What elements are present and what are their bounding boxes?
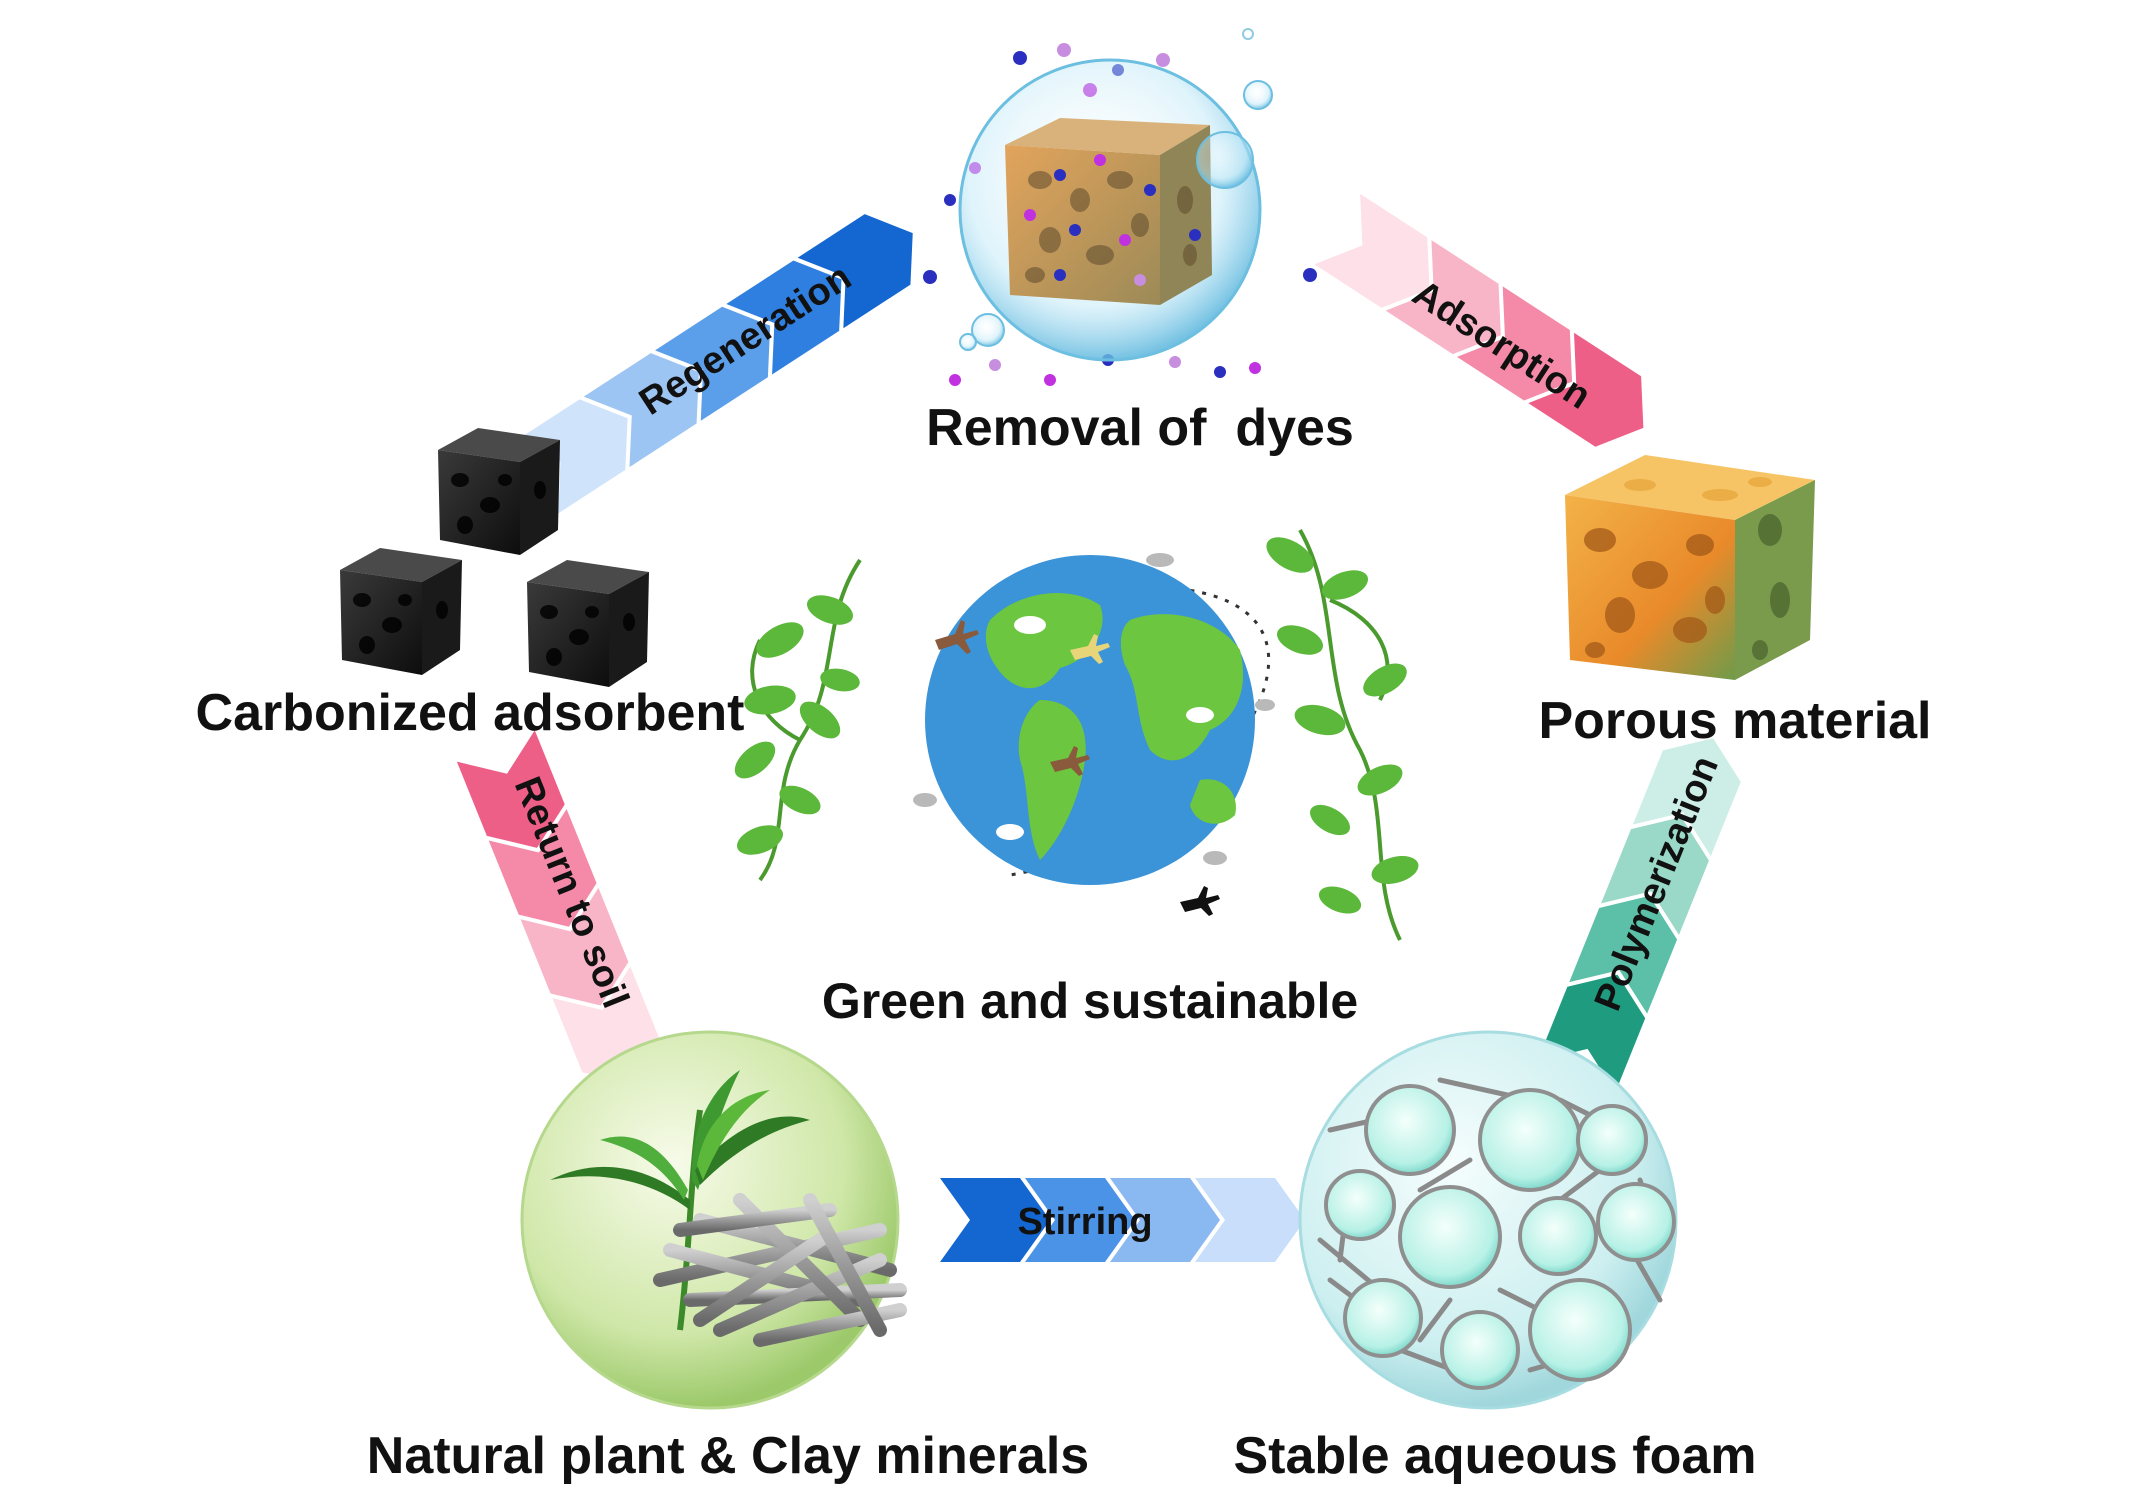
leaves-left — [734, 595, 860, 855]
natural-plant-clay-label: Natural plant & Clay minerals — [367, 1427, 1089, 1485]
stirring-text: Stirring — [1017, 1201, 1152, 1243]
porous-material-label: Porous material — [1538, 692, 1931, 750]
regeneration-arrow — [512, 214, 913, 514]
grey-clouds — [913, 553, 1275, 865]
removal-of-dyes-label: Removal of dyes — [926, 399, 1354, 457]
green-sustainable-label: Green and sustainable — [822, 973, 1358, 1029]
porous-material-node: Porous material — [1538, 455, 1932, 750]
continents — [985, 593, 1244, 860]
regeneration-chevrons — [512, 214, 913, 514]
clouds — [996, 616, 1214, 840]
airplane-icons — [935, 620, 1220, 916]
stable-aqueous-foam-label: Stable aqueous foam — [1234, 1427, 1757, 1485]
carbon-cube-icon-right — [527, 560, 649, 687]
removal-of-dyes-node: Removal of dyes — [923, 28, 1354, 457]
foam-bubbles — [1324, 1084, 1676, 1390]
green-sustainable-center: Green and sustainable — [734, 529, 1419, 1029]
porous-sponge-icon — [1565, 455, 1815, 680]
carbonized-adsorbent-node: Carbonized adsorbent — [196, 428, 745, 742]
carbon-cube-icon-left — [340, 548, 462, 675]
carbon-cube-icon-top — [438, 428, 560, 555]
stirring-arrow — [940, 1178, 1305, 1262]
clay-rods-icon — [653, 1193, 907, 1347]
leaves-right — [1266, 537, 1419, 914]
dye-loaded-sponge-icon — [1005, 118, 1212, 305]
plant-icon — [550, 1070, 810, 1331]
natural-plant-clay-node: Natural plant & Clay minerals — [367, 1030, 1089, 1485]
stable-aqueous-foam-node: Stable aqueous foam — [1234, 1030, 1757, 1485]
polymerization-arrow — [1537, 738, 1741, 1093]
adsorption-arrow — [1314, 193, 1644, 447]
carbonized-adsorbent-label: Carbonized adsorbent — [196, 684, 745, 742]
